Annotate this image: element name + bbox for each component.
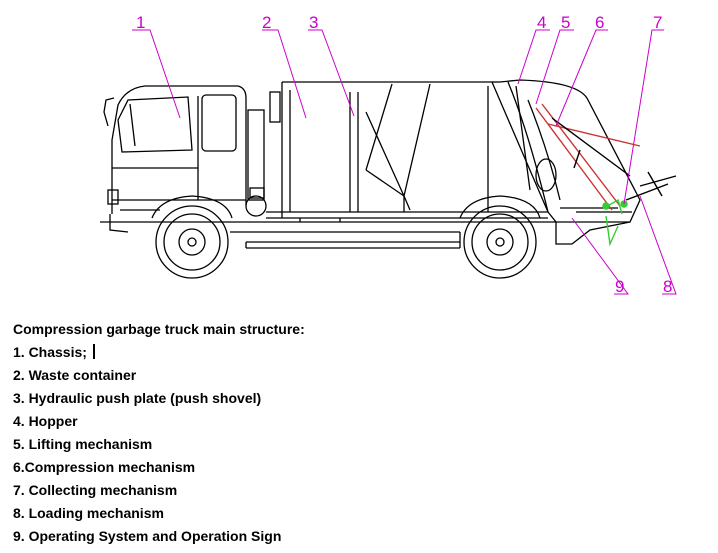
callout-7: 7 [653, 13, 662, 32]
front-wheel [151, 195, 233, 279]
legend-item-push-plate: 3. Hydraulic push plate (push shovel) [13, 390, 262, 406]
legend-item-waste-container: 2. Waste container [13, 367, 137, 383]
waste-container [266, 81, 549, 219]
legend-item-hopper: 4. Hopper [13, 413, 78, 429]
rear-wheel [459, 195, 541, 279]
cab [103, 85, 247, 233]
callout-leaders [132, 29, 677, 295]
callout-9: 9 [615, 277, 624, 296]
callout-4: 4 [537, 13, 546, 32]
legend-item-collecting-mechanism: 7. Collecting mechanism [13, 482, 178, 498]
callout-1: 1 [136, 13, 145, 32]
structure-legend: Compression garbage truck main structure… [13, 318, 305, 548]
hopper [499, 79, 641, 245]
chassis-frame [100, 218, 570, 249]
compression-mechanism [535, 103, 677, 247]
callout-3: 3 [309, 13, 318, 32]
callout-2: 2 [262, 13, 271, 32]
legend-item-chassis: 1. Chassis; [13, 341, 305, 364]
legend-item-operating-system: 9. Operating System and Operation Sign [13, 528, 282, 544]
text-cursor [92, 344, 95, 359]
callout-6: 6 [595, 13, 604, 32]
truck-drawing [100, 79, 641, 279]
callout-5: 5 [561, 13, 570, 32]
legend-item-label: 1. Chassis; [13, 344, 87, 360]
garbage-truck-diagram: 1 2 3 4 5 6 7 8 9 [100, 13, 677, 296]
legend-item-loading-mechanism: 8. Loading mechanism [13, 505, 164, 521]
legend-title: Compression garbage truck main structure… [13, 321, 305, 337]
callout-8: 8 [663, 277, 672, 296]
legend-item-lifting-mechanism: 5. Lifting mechanism [13, 436, 153, 452]
exhaust-pipe [245, 91, 281, 217]
legend-item-compression-mechanism: 6.Compression mechanism [13, 459, 196, 475]
